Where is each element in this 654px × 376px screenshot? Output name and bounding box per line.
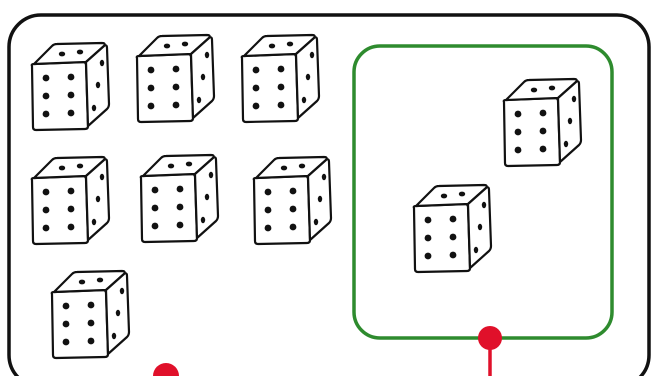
die-outer-1 — [32, 43, 109, 130]
outer-set-marker-dot — [153, 363, 179, 376]
die-outer-2 — [137, 35, 214, 122]
die-outer-5 — [141, 155, 218, 242]
die-outer-4 — [32, 157, 109, 244]
inner-set-marker-dot — [478, 326, 502, 350]
die-outer-6 — [254, 157, 331, 244]
die-inner-2 — [414, 185, 491, 272]
die-inner-1 — [504, 79, 581, 166]
die-outer-3 — [242, 35, 319, 122]
die-outer-7 — [52, 271, 129, 358]
